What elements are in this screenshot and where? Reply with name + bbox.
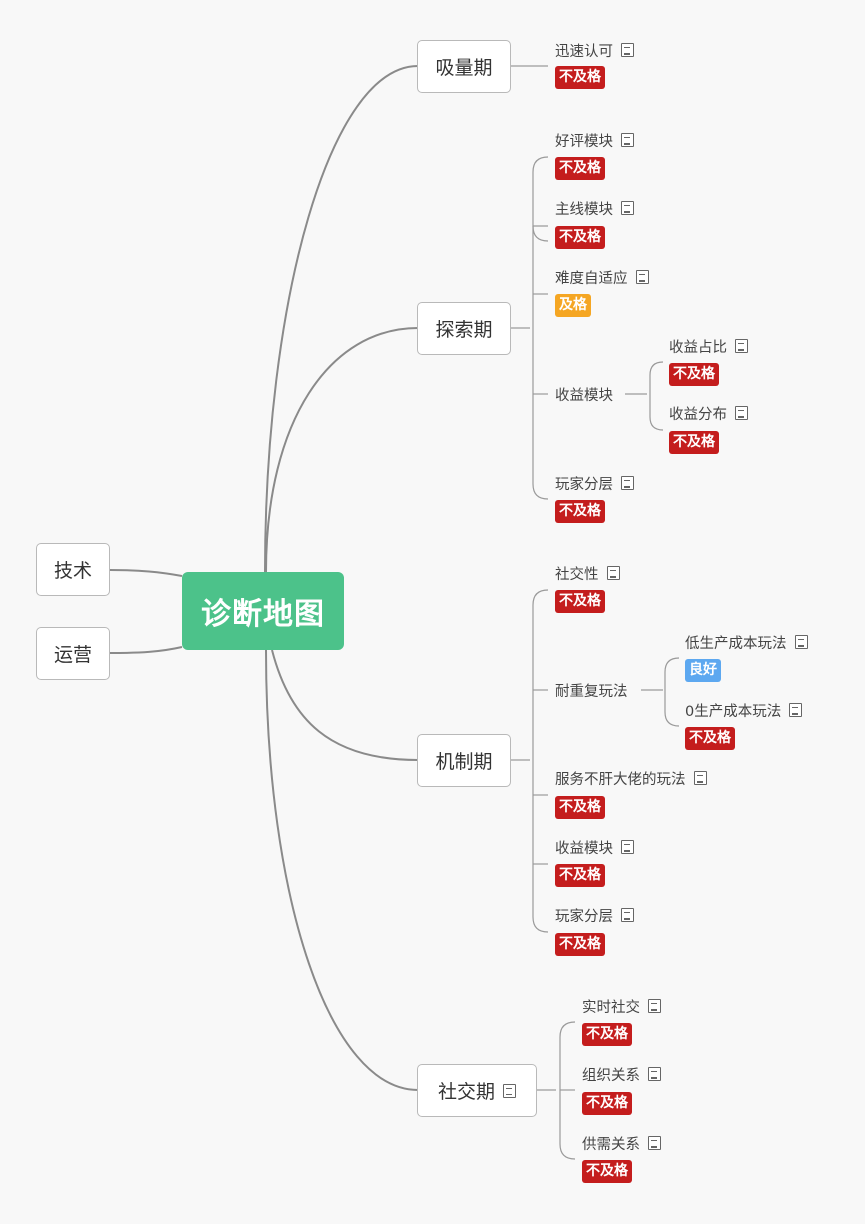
note-icon[interactable] [606,566,620,580]
node-realtime-social[interactable]: 实时社交 [582,996,661,1016]
node-review-module[interactable]: 好评模块 [555,130,634,150]
note-icon[interactable] [735,406,748,420]
grade-badge-fail: 不及格 [685,727,735,750]
link-root-acquire [264,65,419,573]
note-icon[interactable] [621,908,634,922]
stage-acquire-label: 吸量期 [435,57,493,79]
revenue-bracket [649,361,664,431]
node-revenue-module[interactable]: 收益模块 [555,384,613,404]
note-icon[interactable] [621,201,634,215]
grade-badge-fail: 不及格 [582,1092,632,1115]
node-label: 实时社交 [582,999,640,1016]
grade-badge-fail: 不及格 [555,864,605,887]
stage-social[interactable]: 社交期 [417,1064,537,1117]
note-icon[interactable] [794,635,808,649]
link-root-explore [265,327,419,573]
node-label: 主线模块 [555,201,613,218]
node-zero-cost[interactable]: 0生产成本玩法 [685,700,803,720]
stage-acquire[interactable]: 吸量期 [417,40,511,93]
note-icon[interactable] [503,1083,516,1098]
node-label: 收益模块 [555,840,613,857]
node-label: 收益分布 [669,406,727,423]
node-label: 社交性 [555,566,599,583]
grade-badge-fail: 不及格 [555,226,605,249]
grade-badge-fail: 不及格 [582,1160,632,1183]
stage-social-label: 社交期 [437,1081,495,1103]
node-mainline-module[interactable]: 主线模块 [555,198,634,218]
replayable-bracket [664,657,680,727]
note-icon[interactable] [789,703,803,717]
node-sociability[interactable]: 社交性 [555,563,620,583]
node-player-tiers-2[interactable]: 玩家分层 [555,905,634,925]
note-icon[interactable] [648,1067,661,1081]
grade-badge-fail: 不及格 [555,157,605,180]
explore-bracket [532,156,549,500]
node-revenue-share[interactable]: 收益占比 [669,336,748,356]
node-label: 供需关系 [582,1136,640,1153]
node-revenue-module-2[interactable]: 收益模块 [555,837,634,857]
note-icon[interactable] [621,840,634,854]
node-label: 好评模块 [555,133,613,150]
node-no-grind[interactable]: 服务不肝大佬的玩法 [555,768,707,788]
node-replayable[interactable]: 耐重复玩法 [555,680,628,700]
grade-badge-fail: 不及格 [669,431,719,454]
node-label: 耐重复玩法 [555,683,628,700]
node-label: 玩家分层 [555,476,613,493]
grade-badge-good: 良好 [685,659,721,682]
tech-node[interactable]: 技术 [36,543,110,596]
node-label: 服务不肝大佬的玩法 [555,771,686,788]
explore-tick-2 [532,225,549,242]
node-player-tiers[interactable]: 玩家分层 [555,473,634,493]
root-label: 诊断地图 [201,597,325,632]
link-root-ops [109,646,183,654]
note-icon[interactable] [648,1136,661,1150]
node-low-cost[interactable]: 低生产成本玩法 [685,632,808,652]
node-label: 收益占比 [669,339,727,356]
note-icon[interactable] [693,771,707,785]
link-root-social [265,649,419,1091]
grade-badge-fail: 不及格 [669,363,719,386]
note-icon[interactable] [635,270,649,284]
mechanism-bracket [532,589,549,933]
note-icon[interactable] [621,133,634,147]
note-icon[interactable] [621,43,634,57]
stage-mechanism[interactable]: 机制期 [417,734,511,787]
node-revenue-distribution[interactable]: 收益分布 [669,403,748,423]
link-root-mechanism [271,649,419,761]
node-label: 低生产成本玩法 [685,635,787,652]
stage-explore[interactable]: 探索期 [417,302,511,355]
stage-mechanism-label: 机制期 [435,751,493,773]
node-quick-recognition[interactable]: 迅速认可 [555,40,634,60]
stage-explore-label: 探索期 [435,319,493,341]
grade-badge-fail: 不及格 [555,590,605,613]
grade-badge-fail: 不及格 [555,933,605,956]
tech-label: 技术 [53,560,92,582]
grade-badge-fail: 不及格 [555,66,605,89]
note-icon[interactable] [648,999,661,1013]
node-label: 难度自适应 [555,270,628,287]
link-root-tech [109,569,183,577]
grade-badge-fail: 不及格 [555,500,605,523]
node-label: 玩家分层 [555,908,613,925]
root-node[interactable]: 诊断地图 [182,572,344,650]
grade-badge-fail: 不及格 [582,1023,632,1046]
node-label: 0生产成本玩法 [685,703,782,720]
note-icon[interactable] [621,476,634,490]
note-icon[interactable] [735,339,748,353]
ops-node[interactable]: 运营 [36,627,110,680]
grade-badge-pass: 及格 [555,294,591,317]
node-label: 迅速认可 [555,43,613,60]
ops-label: 运营 [53,644,92,666]
node-label: 组织关系 [582,1067,640,1084]
node-supply-demand[interactable]: 供需关系 [582,1133,661,1153]
node-label: 收益模块 [555,387,613,404]
node-difficulty-adaptive[interactable]: 难度自适应 [555,267,649,287]
node-organization[interactable]: 组织关系 [582,1064,661,1084]
grade-badge-fail: 不及格 [555,796,605,819]
